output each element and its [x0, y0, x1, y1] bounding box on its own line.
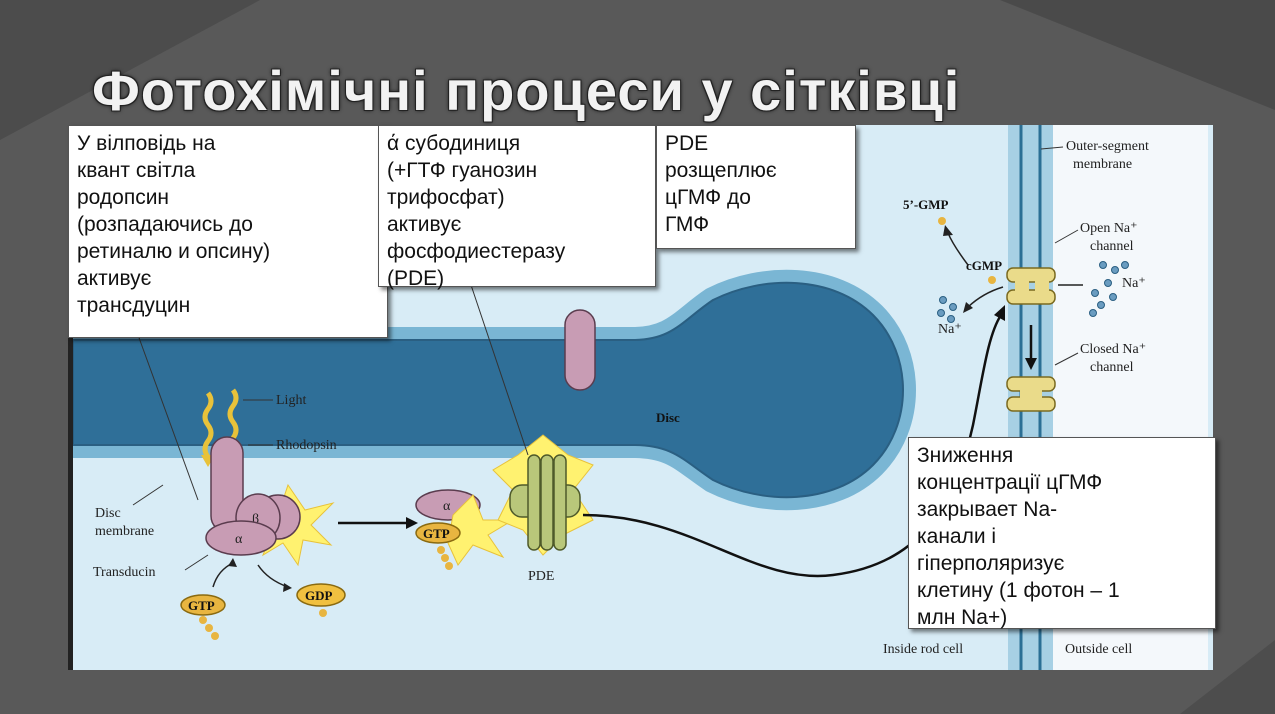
callout-pointer	[137, 334, 199, 501]
outer-segment-membrane-label: Outer-segment	[1066, 139, 1149, 154]
na-in-label: Na⁺	[938, 322, 962, 337]
svg-text:α: α	[235, 532, 243, 547]
membrane-protein	[564, 309, 596, 391]
pde-label: PDE	[528, 569, 554, 584]
open-na-channel-label: Open Na⁺	[1080, 221, 1138, 236]
slide-title: Фотохімічні процеси у сітківці	[92, 59, 961, 122]
svg-text:β: β	[252, 512, 259, 527]
svg-text:GTP: GTP	[188, 598, 215, 613]
callout-hyperpolarization: Зниження концентрації цГМФ закрывает Na-…	[908, 437, 1216, 629]
gtp-molecule	[180, 594, 226, 616]
callout-pde-cleaves: PDE розщеплює цГМФ до ГМФ	[656, 125, 856, 249]
cgmp-label: cGMP	[966, 258, 1002, 273]
signal-arrow	[582, 314, 1003, 578]
gtp-molecule	[415, 522, 461, 544]
arrow-down-icon	[1025, 358, 1037, 370]
light-wave-icon	[202, 391, 214, 459]
arrow-icon	[406, 517, 418, 529]
callout-alpha-subunit: ά субодиниця (+ГТФ гуанозин трифосфат) а…	[378, 125, 656, 290]
svg-text:α: α	[443, 499, 451, 514]
svg-text:GDP: GDP	[305, 588, 333, 603]
disc	[73, 281, 904, 499]
rhodopsin-label: Rhodopsin	[276, 438, 337, 453]
transducin-label: Transducin	[93, 565, 156, 580]
svg-text:membrane: membrane	[1073, 157, 1132, 172]
disc-membrane-label: Disc	[95, 506, 121, 521]
transducin-alpha	[205, 520, 277, 556]
closed-na-channel-label: Closed Na⁺	[1080, 342, 1146, 357]
svg-text:GTP: GTP	[423, 526, 450, 541]
svg-text:membrane: membrane	[95, 524, 154, 539]
light-label: Light	[276, 393, 306, 408]
outside-cell-label: Outside cell	[1065, 642, 1132, 657]
gdp-molecule	[296, 583, 346, 607]
inside-rod-cell-label: Inside rod cell	[883, 642, 963, 657]
na-out-label: Na⁺	[1122, 276, 1146, 291]
gmp-label: 5’-GMP	[903, 197, 949, 212]
callout-pointer	[470, 284, 529, 456]
svg-text:channel: channel	[1090, 239, 1134, 254]
disc-label: Disc	[656, 410, 680, 425]
callout-transducin-activation: У вілповідь на квант світла родопсин (ро…	[68, 125, 388, 338]
svg-text:channel: channel	[1090, 360, 1134, 375]
